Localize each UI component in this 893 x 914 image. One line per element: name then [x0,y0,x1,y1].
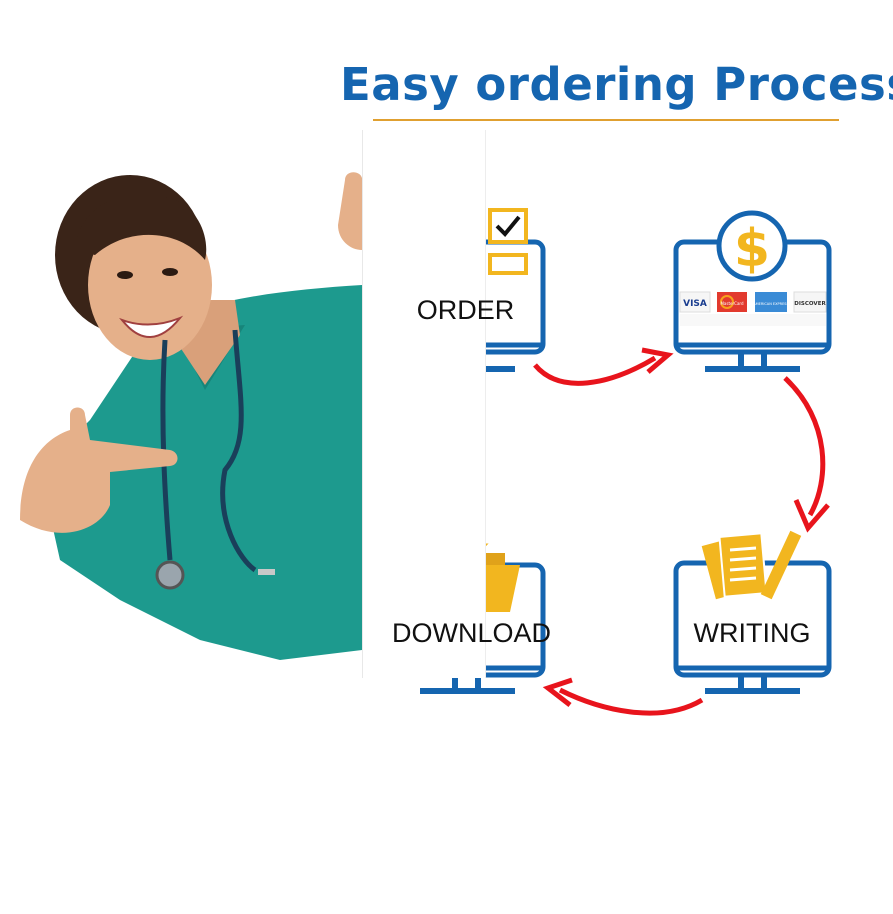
arrow-payment-to-writing [793,499,830,533]
flow-arrows [533,347,830,716]
step-label-order: ORDER [416,295,515,325]
title-underline [373,119,839,121]
writing-papers-icon [701,530,802,600]
arrow-order-to-payment [641,347,674,374]
step-label-download: DOWNLOAD [392,618,552,648]
signboard [362,130,486,678]
card-discover: DISCOVER [794,301,826,307]
payment-cards: VISA MasterCard AMERICAN EXPRESS DISCOVE… [679,291,827,326]
card-amex: AMERICAN EXPRESS [753,302,789,306]
arrow-writing-to-download [542,677,573,707]
card-visa: VISA [683,299,707,309]
svg-text:$: $ [734,219,770,279]
dollar-payment-icon: $ [716,210,788,282]
step-label-writing: WRITING [693,618,811,648]
monitor-payment [673,239,832,372]
card-mastercard: MasterCard [720,301,743,306]
page-title: Easy ordering Process [340,58,893,111]
nurse-illustration [20,172,362,660]
